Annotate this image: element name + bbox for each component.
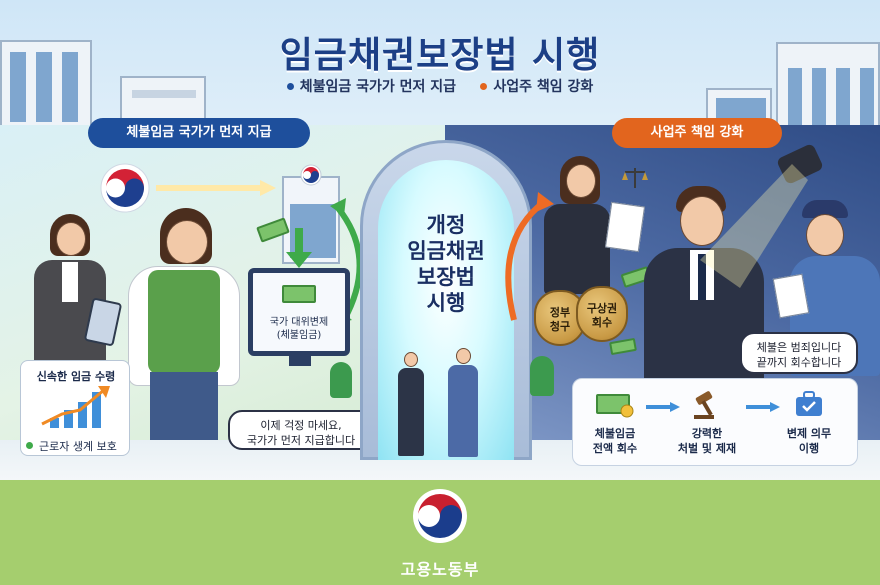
arrow-right-icon [156,180,276,196]
speech-bubble-left-line1: 이제 걱정 마세요, [260,419,342,432]
gate-text-line1: 개정 [426,213,466,237]
step-1-line1: 체불임금 [594,427,636,440]
subtitle-item-2: 사업주 책임 강화 [493,79,594,95]
ribbon-right: 사업주 책임 강화 [612,118,782,148]
gate-text-line3: 보장법 [417,265,475,289]
official-woman-suit [544,204,610,294]
subtitle: 체불임금 국가가 먼저 지급 사업주 책임 강화 [0,76,880,96]
police-head [806,214,844,256]
speech-bubble-left: 이제 걱정 마세요, 국가가 먼저 지급합니다 [228,410,374,450]
arrow-right-blue-icon-2 [746,402,780,412]
monitor-text-line2: (체불임금) [276,330,322,341]
official-woman-head [566,164,596,198]
spotlight-beam [700,164,808,288]
page-title: 임금채권보장법 시행 [279,35,601,76]
woman-shirt [62,262,78,302]
speech-bubble-right-line1: 체불은 범죄입니다 [756,341,842,354]
monitor-money-icon [282,285,316,303]
small-woman-body [398,368,424,456]
police-cap [802,200,848,218]
coin-icon [620,404,634,418]
gate-text-line2: 임금채권 [407,239,485,263]
monitor-screen [248,268,350,356]
speech-bubble-left-line2: 국가가 먼저 지급합니다 [246,434,356,447]
gate-text: 개정 임금채권 보장법 시행 [378,212,514,316]
taegeuk-emblem-icon [100,163,150,213]
taegeuk-small-icon [300,164,322,186]
illustration: 임금채권보장법 시행 체불임금 국가가 먼저 지급 사업주 책임 강화 체불임금… [0,0,880,480]
money-bag-recovery-line2: 회수 [591,316,613,329]
worker-pants [150,372,218,440]
green-down-arrow-icon [286,228,312,268]
money-bag-government-line2: 청구 [549,320,571,333]
step-1-line2: 전액 회수 [592,442,638,455]
government-building-right [776,42,880,132]
chart-bar-3 [78,402,87,428]
orange-curved-arrow-icon [505,192,554,321]
ribbon-left: 체불임금 국가가 먼저 지급 [88,118,310,148]
subtitle-item-1: 체불임금 국가가 먼저 지급 [299,79,456,95]
employer-head [680,196,724,246]
gavel-icon [694,391,714,419]
bullet-dot-blue [286,83,294,90]
woman-head [56,222,86,256]
chart-bar-2 [64,410,73,428]
card-left-footer: 근로자 생계 보호 [26,438,130,454]
gate-text-line4: 시행 [426,291,466,315]
step-3-line1: 변제 의무 [786,427,832,440]
document-paper [604,201,646,253]
arrow-right-blue-icon [646,402,680,412]
step-2-label: 강력한 처벌 및 제재 [664,426,750,456]
worker-head [166,220,208,264]
money-bag-recovery [576,286,628,342]
monitor-text: 국가 대위변제 (체불임금) [253,316,345,342]
government-building-left [0,40,92,130]
card-left-footer-text: 근로자 생계 보호 [39,440,117,453]
bullet-dot-orange [480,83,488,90]
info-card-left [20,360,130,456]
step-1-label: 체불임금 전액 회수 [572,426,658,456]
small-man-body [448,365,478,457]
step-2-line1: 강력한 [691,427,723,440]
step-3-line2: 이행 [798,442,820,455]
card-left-title: 신속한 임금 수령 [36,370,116,383]
employer-tie [698,254,706,300]
ministry-name: 고용노동부 [400,560,480,579]
monitor-text-line1: 국가 대위변제 [269,317,329,328]
growth-arrow-icon [41,386,110,426]
step-2-line2: 처벌 및 제재 [677,442,737,455]
money-bag-recovery-line1: 구상권 [586,302,618,315]
bullet-dot-green [26,442,33,449]
speech-bubble-right: 체불은 범죄입니다 끝까지 회수합니다 [740,332,858,374]
step-3-label: 변제 의무 이행 [766,426,852,456]
plant-right [530,356,554,396]
monitor-stand [289,356,311,366]
taegeuk-logo-icon [413,489,467,543]
small-man-head [456,348,471,364]
money-bag-government-text: 정부 청구 [534,306,586,334]
worker-vest [148,270,220,374]
scales-icon [622,168,648,188]
money-bag-government-line1: 정부 [549,306,571,319]
money-bag-recovery-text: 구상권 회수 [576,302,628,330]
small-woman-head [404,352,418,367]
briefcase-check-icon [796,391,822,416]
speech-bubble-right-line2: 끝까지 회수합니다 [756,356,842,369]
chart-bar-4 [92,392,101,428]
plant-left [330,362,352,398]
chart-bar-1 [50,418,59,428]
